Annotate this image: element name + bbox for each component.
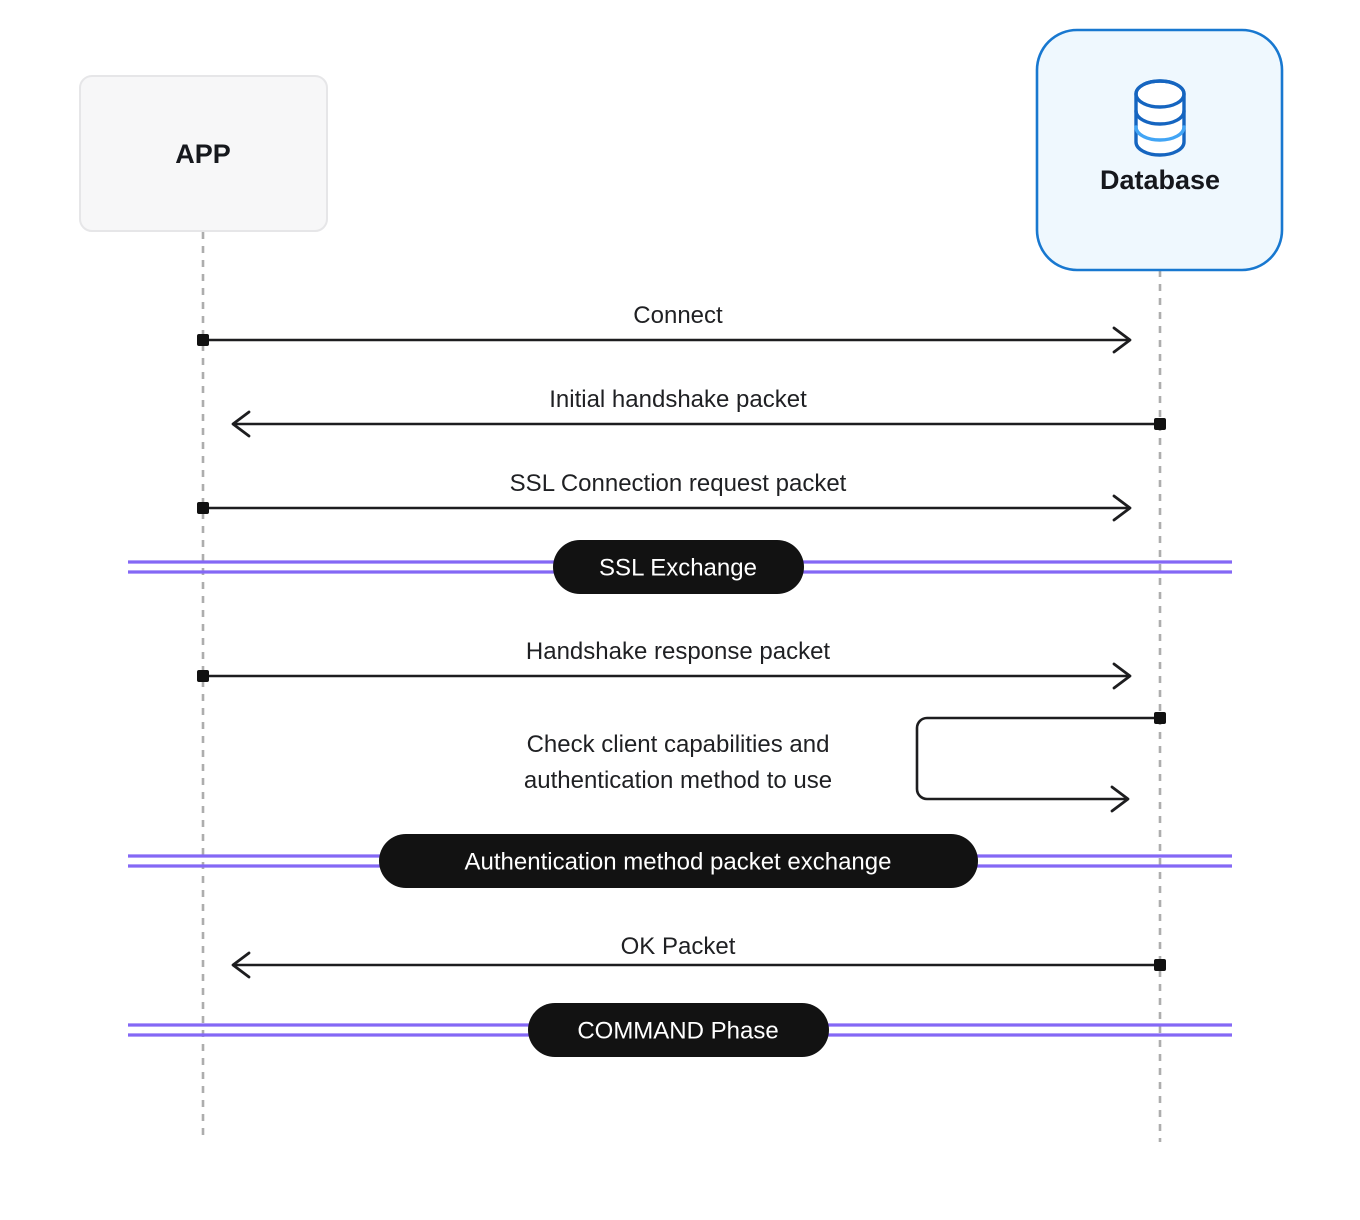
message-arrowhead-right — [1112, 494, 1132, 522]
message-label: Initial handshake packet — [549, 386, 807, 413]
message-arrowhead-left — [231, 410, 251, 438]
message-handshake-response-packet[interactable]: Handshake response packet — [197, 638, 1132, 690]
database-icon — [1134, 79, 1186, 157]
message-ok-packet[interactable]: OK Packet — [231, 933, 1166, 979]
divider-pill — [553, 540, 804, 594]
message-arrowhead-left — [231, 951, 251, 979]
message-label: OK Packet — [621, 933, 736, 960]
message-label: Connect — [633, 302, 723, 329]
message-origin-dot — [1154, 418, 1166, 430]
self-message-origin-dot — [1154, 712, 1166, 724]
database-label: Database — [1100, 165, 1220, 195]
lifelines-group — [201, 232, 1162, 1142]
app-label: APP — [175, 139, 231, 169]
database-icon-cylinder — [1134, 79, 1186, 157]
self-message-arrowhead-right — [1110, 785, 1130, 813]
message-connect[interactable]: Connect — [197, 302, 1132, 354]
message-label: SSL Connection request packet — [510, 470, 847, 497]
self-message-loop-path — [915, 716, 1160, 801]
divider-ssl-exchange: SSL Exchange — [128, 540, 1232, 594]
message-origin-dot — [1154, 959, 1166, 971]
message-origin-dot — [197, 334, 209, 346]
message-arrowhead-right — [1112, 662, 1132, 690]
database-icon-band — [1134, 125, 1186, 142]
app-box[interactable] — [79, 75, 328, 232]
divider-pill — [528, 1003, 829, 1057]
message-label: Handshake response packet — [526, 638, 831, 665]
message-arrowhead-right — [1112, 326, 1132, 354]
participant-database[interactable]: Database — [1035, 28, 1284, 272]
divider-pill — [379, 834, 978, 888]
divider-command-phase: COMMAND Phase — [128, 1003, 1232, 1057]
database-icon-top-ellipse — [1134, 79, 1186, 109]
participant-app[interactable]: APP — [79, 75, 328, 232]
message-origin-dot — [197, 670, 209, 682]
self-message-label-line1: Check client capabilities and — [527, 731, 830, 758]
message-ssl-connection-request-packet[interactable]: SSL Connection request packet — [197, 470, 1132, 522]
divider-label: Authentication method packet exchange — [465, 848, 892, 875]
divider-label: SSL Exchange — [599, 554, 757, 581]
database-icon-mid-line — [1134, 109, 1186, 126]
message-origin-dot — [197, 502, 209, 514]
self-message-label-line2: authentication method to use — [524, 767, 832, 794]
self-message-check-client-capabilities[interactable]: Check client capabilities and authentica… — [524, 712, 1166, 813]
message-initial-handshake-packet[interactable]: Initial handshake packet — [231, 386, 1166, 438]
divider-authentication-method-packet-exchange: Authentication method packet exchange — [128, 834, 1232, 888]
divider-label: COMMAND Phase — [577, 1017, 778, 1044]
